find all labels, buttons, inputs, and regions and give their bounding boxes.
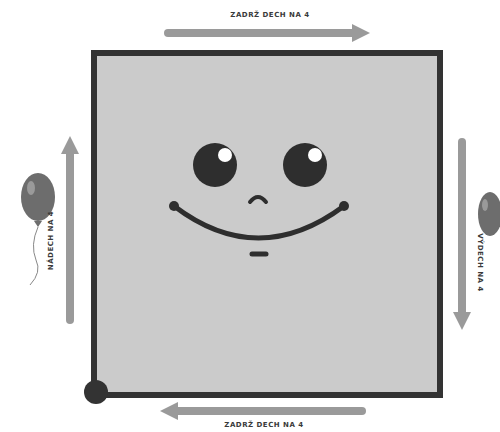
- eye-highlight: [218, 148, 232, 162]
- arrow-right: [168, 29, 356, 37]
- step-label: VÝDECH NA 4: [475, 233, 482, 292]
- direction-arrows: [61, 24, 471, 420]
- smile: [174, 206, 344, 238]
- arrow-left: [174, 407, 362, 415]
- arrowhead: [160, 402, 178, 420]
- nose: [250, 197, 266, 202]
- smile-end: [169, 201, 179, 211]
- step-label: ZADRŽ DECH NA 4: [224, 422, 303, 429]
- step-label: NÁDECH NA 4: [48, 210, 55, 269]
- balloon: [21, 173, 55, 285]
- eye-highlight: [308, 148, 322, 162]
- eye: [283, 143, 327, 187]
- start-dot: [84, 380, 108, 404]
- arrowhead: [453, 312, 471, 330]
- step-label: ZADRŽ DECH NA 4: [230, 12, 309, 19]
- arrow-down: [458, 142, 466, 316]
- arrowhead: [352, 24, 370, 42]
- arrow-up: [66, 150, 74, 320]
- breathing-square: [94, 53, 440, 395]
- smile-end: [339, 201, 349, 211]
- balloon: [478, 192, 500, 236]
- chin: [252, 252, 266, 257]
- eye: [193, 143, 237, 187]
- arrowhead: [61, 136, 79, 154]
